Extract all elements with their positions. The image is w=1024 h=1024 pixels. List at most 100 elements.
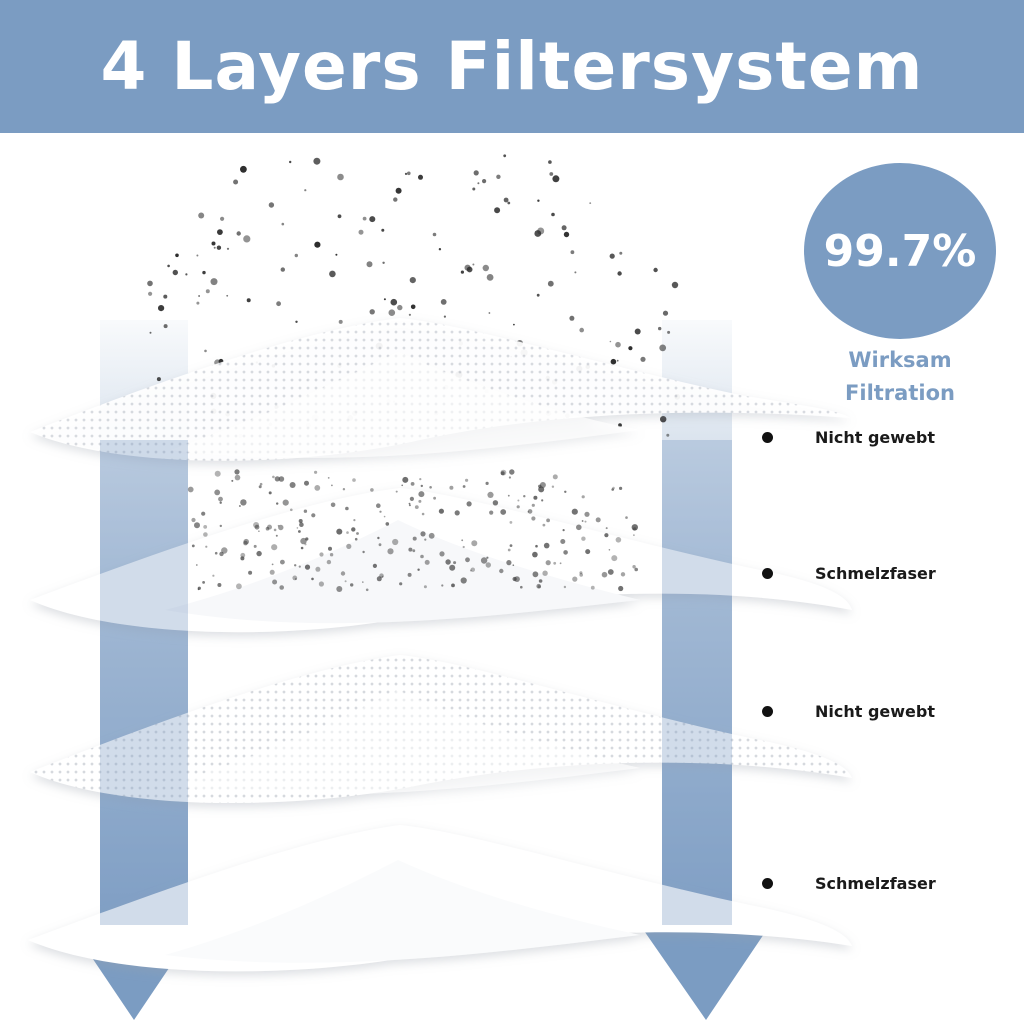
particle — [265, 526, 270, 531]
particle — [311, 577, 314, 581]
particle — [305, 537, 309, 541]
particle — [234, 474, 241, 481]
particle — [395, 490, 398, 493]
particle — [280, 559, 285, 565]
particle — [217, 583, 222, 587]
particle — [512, 564, 515, 566]
particle — [482, 264, 489, 272]
particle — [369, 309, 375, 315]
particle — [409, 277, 416, 284]
particle — [443, 315, 446, 318]
particle — [607, 569, 614, 575]
filter-illustration — [28, 154, 852, 1020]
particle — [605, 527, 608, 530]
particle — [336, 528, 343, 535]
particle — [507, 494, 510, 497]
particle — [537, 199, 540, 202]
particle — [535, 544, 538, 548]
particle — [553, 561, 557, 565]
particle — [552, 175, 560, 183]
particle — [449, 564, 456, 571]
particle — [545, 560, 551, 566]
particle — [205, 289, 210, 294]
particle — [282, 499, 289, 506]
particle — [253, 544, 257, 548]
particle — [514, 576, 520, 582]
particle — [337, 173, 344, 181]
particle — [420, 554, 424, 559]
particle — [326, 559, 332, 565]
particle — [418, 491, 425, 498]
particle — [513, 323, 515, 326]
particle — [494, 207, 501, 214]
particle — [226, 294, 229, 297]
particle — [388, 309, 396, 317]
particle — [632, 565, 636, 569]
layer-label-4: Schmelzfaser — [762, 870, 936, 896]
particle — [300, 537, 307, 545]
particle — [269, 569, 275, 575]
layer-label-2: Schmelzfaser — [762, 560, 936, 586]
particle — [356, 532, 359, 535]
particle — [561, 225, 567, 231]
particle — [149, 331, 152, 334]
particle — [473, 170, 479, 176]
particle — [617, 271, 622, 276]
particle — [633, 534, 635, 536]
particle — [520, 585, 523, 589]
particle — [546, 518, 550, 523]
particle — [278, 524, 284, 531]
particle — [538, 579, 543, 583]
particle — [234, 469, 240, 475]
particle — [275, 534, 278, 537]
particle — [185, 273, 188, 276]
particle — [163, 324, 168, 329]
particle — [466, 501, 472, 507]
particle — [290, 508, 293, 512]
particle — [236, 231, 241, 236]
particle — [203, 532, 208, 537]
particle — [385, 522, 390, 526]
particle — [584, 511, 590, 517]
particle — [562, 529, 565, 532]
particle — [240, 165, 247, 173]
particle — [353, 519, 356, 522]
particle — [289, 160, 292, 164]
particle — [532, 551, 538, 558]
particle — [509, 544, 513, 547]
particle — [500, 509, 507, 515]
particle — [272, 579, 278, 585]
particle — [462, 485, 466, 488]
caption-line-1: Wirksam — [848, 348, 952, 372]
particle — [204, 349, 207, 353]
particle — [158, 305, 165, 312]
particle — [454, 510, 460, 516]
particle — [634, 328, 641, 335]
particle — [351, 527, 356, 532]
particle — [581, 520, 584, 522]
filter-layer-2 — [30, 488, 852, 633]
particle — [276, 502, 279, 505]
particle — [523, 495, 526, 498]
particle — [370, 488, 374, 492]
particle — [536, 293, 540, 297]
particle — [611, 555, 618, 562]
particle — [390, 298, 398, 306]
particle — [277, 524, 280, 527]
particle — [418, 174, 423, 180]
particle — [410, 482, 415, 486]
particle — [527, 509, 533, 514]
particle — [296, 527, 299, 529]
particle — [218, 496, 223, 502]
particle — [202, 270, 206, 275]
particle — [281, 222, 285, 226]
particle — [377, 536, 380, 540]
particle — [579, 573, 583, 577]
particle — [240, 499, 247, 506]
particle — [496, 174, 501, 179]
particle — [470, 567, 475, 572]
particle — [417, 568, 420, 571]
particle — [327, 477, 330, 479]
particle — [366, 261, 373, 268]
particle — [509, 521, 513, 524]
